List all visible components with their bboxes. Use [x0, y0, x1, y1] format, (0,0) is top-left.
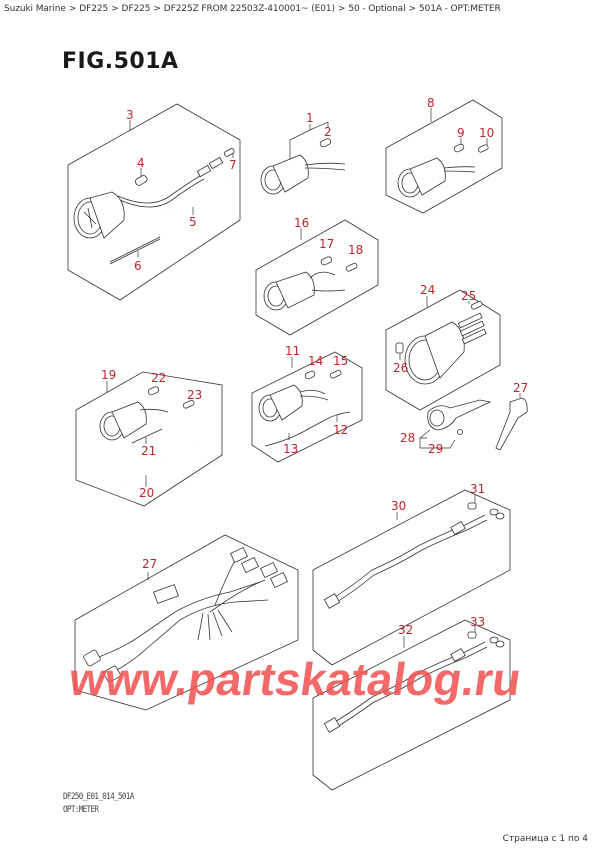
figure-title: FIG.501A: [62, 49, 179, 74]
callout-19[interactable]: 19: [101, 368, 116, 382]
breadcrumb-separator: >: [408, 4, 417, 14]
breadcrumb-separator: >: [111, 4, 119, 14]
group-27-harness: [74, 534, 299, 711]
callout-7[interactable]: 7: [229, 158, 237, 172]
callout-27-harness[interactable]: 27: [142, 557, 157, 571]
callout-21[interactable]: 21: [141, 444, 156, 458]
callout-4[interactable]: 4: [137, 156, 145, 170]
pagination-info: Страница с 1 по 4: [502, 834, 588, 844]
callout-1[interactable]: 1: [306, 111, 314, 125]
group-1-meter: [260, 121, 346, 195]
breadcrumb-item-suzuki-marine[interactable]: Suzuki Marine: [4, 4, 66, 14]
callout-2[interactable]: 2: [324, 125, 332, 139]
callout-27-lever[interactable]: 27: [513, 381, 528, 395]
breadcrumb-item-current: 501A - OPT:METER: [418, 4, 501, 14]
callout-22[interactable]: 22: [151, 371, 166, 385]
group-30-harness: [312, 489, 511, 666]
callout-24[interactable]: 24: [420, 283, 435, 297]
callout-14[interactable]: 14: [308, 354, 323, 368]
callout-6[interactable]: 6: [134, 259, 142, 273]
figure-description: OPT:METER: [63, 805, 99, 815]
group-3-meter-kit: [67, 103, 241, 301]
callout-20[interactable]: 20: [139, 486, 154, 500]
gauge-icon: [73, 191, 125, 239]
group-8-meter-kit: [385, 99, 503, 214]
group-24-meter-kit: [385, 289, 501, 411]
callout-labels: 3 4 7 5 6 1 2 8 9 10 16 17 18 24 25 26 2…: [101, 96, 528, 637]
callout-15[interactable]: 15: [333, 354, 348, 368]
remote-lever-parts: [419, 393, 528, 451]
breadcrumb-item-optional[interactable]: 50 - Optional: [348, 4, 406, 14]
callout-8[interactable]: 8: [427, 96, 435, 110]
callout-30[interactable]: 30: [391, 499, 406, 513]
breadcrumb-separator: >: [153, 4, 161, 14]
callout-33[interactable]: 33: [470, 615, 485, 629]
group-19-meter-kit: [75, 371, 223, 507]
callout-17[interactable]: 17: [319, 237, 334, 251]
group-32-harness: [312, 619, 511, 791]
breadcrumb-separator: >: [68, 4, 77, 14]
callout-16[interactable]: 16: [294, 216, 309, 230]
callout-12[interactable]: 12: [333, 423, 348, 437]
callout-28[interactable]: 28: [400, 431, 415, 445]
callout-31[interactable]: 31: [470, 482, 485, 496]
breadcrumb-separator: >: [337, 4, 346, 14]
breadcrumb-item-df225[interactable]: DF225: [79, 4, 109, 14]
breadcrumb-item-model[interactable]: DF225Z FROM 22503Z-410001~ (E01): [163, 4, 335, 14]
callout-25[interactable]: 25: [461, 289, 476, 303]
figure-code: DF250_E01_014_501A: [63, 792, 134, 802]
callout-5[interactable]: 5: [189, 215, 197, 229]
group-16-meter-kit: [255, 219, 379, 336]
callout-18[interactable]: 18: [348, 243, 363, 257]
breadcrumb-item-df225-sub[interactable]: DF225: [121, 4, 151, 14]
breadcrumb: Suzuki Marine>DF225>DF225>DF225Z FROM 22…: [4, 4, 501, 14]
callout-26[interactable]: 26: [393, 361, 408, 375]
callout-29[interactable]: 29: [428, 442, 443, 456]
callout-11[interactable]: 11: [285, 344, 300, 358]
callout-23[interactable]: 23: [187, 388, 202, 402]
callout-10[interactable]: 10: [479, 126, 494, 140]
callout-9[interactable]: 9: [457, 126, 465, 140]
callout-13[interactable]: 13: [283, 442, 298, 456]
bulb-icon: [135, 175, 148, 186]
group-11-meter-kit: [251, 351, 363, 463]
watermark: www.partskatalog.ru: [66, 653, 525, 705]
callout-32[interactable]: 32: [398, 623, 413, 637]
callout-3[interactable]: 3: [126, 108, 134, 122]
